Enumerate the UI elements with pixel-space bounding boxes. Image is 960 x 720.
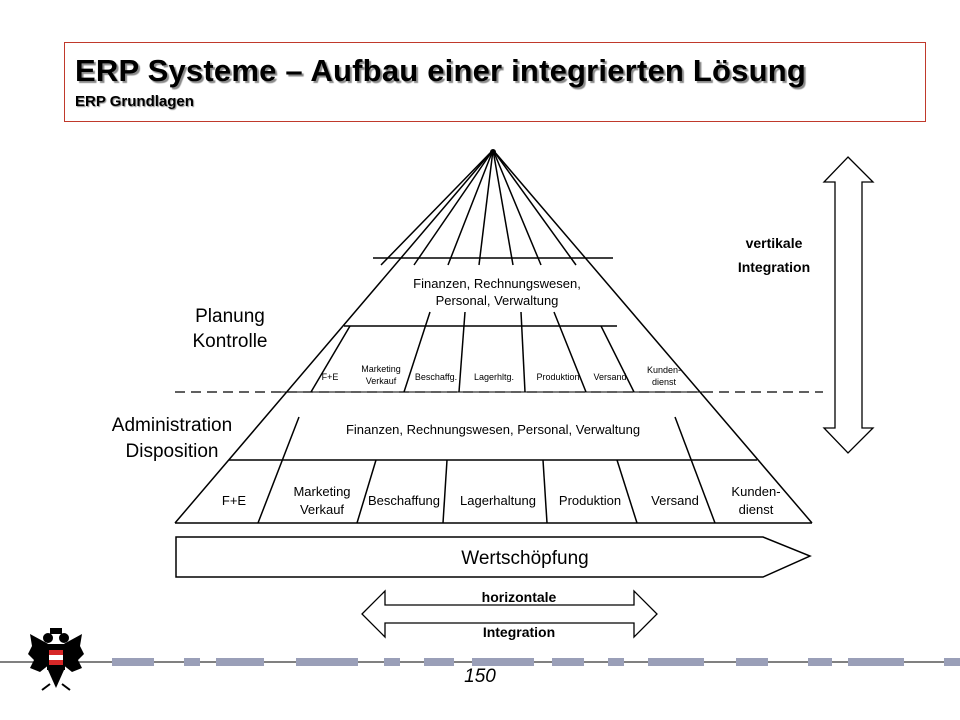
lower-dept-kunden: Kunden- [731, 484, 780, 499]
austrian-eagle-icon [28, 628, 84, 691]
vertical-integration-label-1: vertikale [746, 235, 803, 251]
footer-bar [184, 658, 200, 666]
value-chain-label: Wertschöpfung [461, 548, 588, 569]
footer-bar [216, 658, 264, 666]
footer-bar [808, 658, 832, 666]
footer-bar [384, 658, 400, 666]
footer-bar [112, 658, 154, 666]
lower-dept-fe: F+E [222, 493, 247, 508]
footer-bar [552, 658, 584, 666]
footer-bar [472, 658, 534, 666]
lower-dept-dienst: dienst [739, 502, 774, 517]
footer-bar [944, 658, 960, 666]
upper-finance-label-1: Finanzen, Rechnungswesen, [413, 276, 581, 291]
horizontal-integration-label-1: horizontale [482, 589, 557, 605]
lower-finance-label: Finanzen, Rechnungswesen, Personal, Verw… [346, 422, 640, 437]
vertical-integration-arrow [822, 156, 875, 454]
title-box: ERP Systeme – Aufbau einer integrierten … [64, 42, 926, 122]
page-title: ERP Systeme – Aufbau einer integrierten … [75, 53, 806, 88]
upper-dept-produktion: Produktion [536, 372, 579, 382]
footer-bar [648, 658, 704, 666]
footer-bar [608, 658, 624, 666]
lower-dept-produktion: Produktion [559, 493, 621, 508]
label-kontrolle: Kontrolle [193, 331, 268, 352]
upper-dept-kunden: Kunden- [647, 365, 681, 375]
upper-dept-fe: F+E [322, 372, 339, 382]
footer-bar [848, 658, 904, 666]
horizontal-integration-arrow [361, 589, 658, 639]
upper-dept-marketing: Marketing [361, 364, 401, 374]
horizontal-integration-label-2: Integration [483, 624, 555, 640]
label-disposition: Disposition [126, 441, 219, 462]
upper-finance-label-2: Personal, Verwaltung [436, 293, 559, 308]
lower-dept-beschaffung: Beschaffung [368, 493, 440, 508]
label-administration: Administration [112, 415, 232, 436]
value-chain-arrow [175, 536, 812, 578]
upper-dept-lager: Lagerhltg. [474, 372, 514, 382]
upper-dept-versand: Versand [593, 372, 626, 382]
page-subtitle: ERP Grundlagen [75, 93, 194, 110]
upper-dept-beschaffung: Beschaffg. [415, 372, 457, 382]
lower-dept-verkauf: Verkauf [300, 502, 344, 517]
page-number: 150 [464, 666, 496, 687]
footer-bar [424, 658, 454, 666]
lower-dept-lager: Lagerhaltung [460, 493, 536, 508]
upper-dept-dienst: dienst [652, 377, 677, 387]
upper-dept-verkauf: Verkauf [366, 376, 397, 386]
pyramid-outline [174, 149, 813, 524]
pyramid-apex [490, 149, 496, 155]
footer-bar [736, 658, 768, 666]
footer-bar [296, 658, 358, 666]
lower-dept-marketing: Marketing [293, 484, 350, 499]
lower-dept-versand: Versand [651, 493, 699, 508]
vertical-integration-label-2: Integration [738, 259, 810, 275]
label-planung: Planung [195, 306, 265, 327]
